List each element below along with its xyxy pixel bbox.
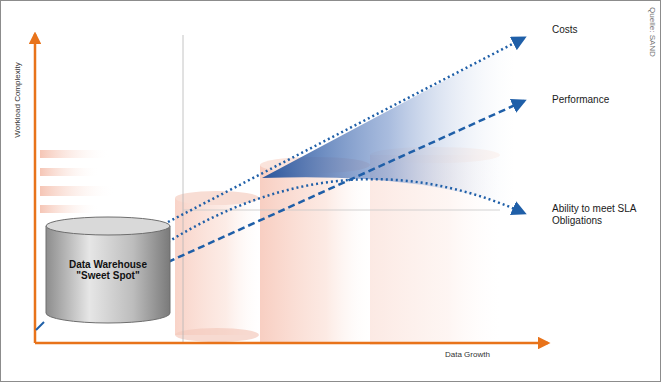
cost-wedge xyxy=(262,43,515,208)
axis-title: Workload Complexity xyxy=(13,62,22,137)
cylinder-top xyxy=(46,217,170,235)
axis-title: Data Growth xyxy=(445,350,490,359)
origin-mark xyxy=(36,322,44,330)
trend-arrows xyxy=(168,38,524,262)
series-label: Costs xyxy=(552,24,578,36)
axes xyxy=(35,34,548,343)
cylinder-label: Data Warehouse "Sweet Spot" xyxy=(60,216,156,282)
cylinder-node: Data Warehouse "Sweet Spot" xyxy=(45,216,171,324)
background-bands xyxy=(40,150,115,213)
source-note: Quelle: SAND xyxy=(647,7,656,57)
series-label: Ability to meet SLA Obligations xyxy=(552,203,648,226)
series-label: Performance xyxy=(552,94,609,106)
